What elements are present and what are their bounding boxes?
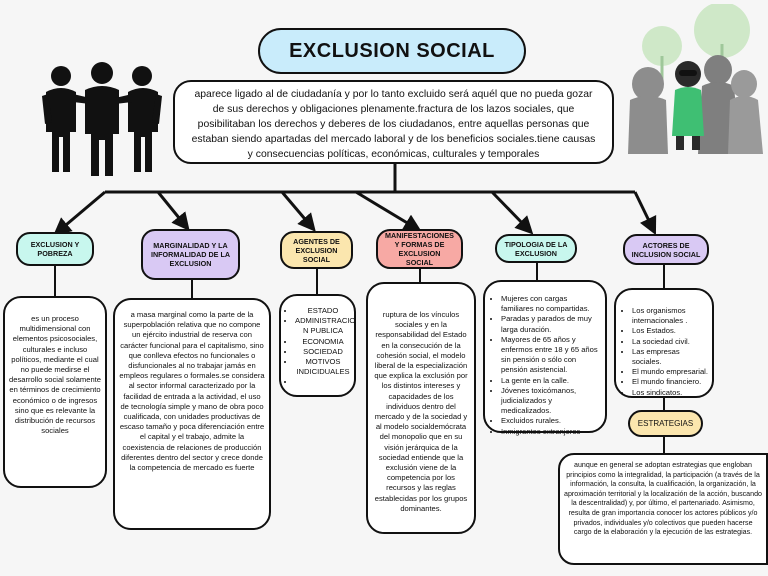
arrow-exclusion-pobreza [53,190,106,236]
actores-item: Los sindicatos. [632,388,708,398]
marginalidad-header: MARGINALIDAD Y LA INFORMALIDAD DE LA EXC… [141,229,240,280]
agentes-item [295,377,351,387]
actores-item: Las empresas sociales. [632,347,708,367]
actores-box: Los organismos internacionales . Los Est… [614,288,714,398]
agentes-item: MOTIVOS INDICIDUALES [295,357,351,377]
tipologia-box: Mujeres con cargas familiares no compart… [483,280,607,436]
marginalidad-box: a masa marginal como la parte de la supe… [113,298,271,530]
actores-item: El mundo financiero. [632,377,708,387]
estrategias-box: aunque en general se adoptan estrategias… [558,453,768,565]
arrow-actores [633,191,657,236]
tipologia-item: Jóvenes toxicómanos, judicializados y me… [501,386,601,417]
agentes-box: ESTADO ADMINISTRACIO N PUBLICA ECONOMIA … [279,294,356,397]
people-group-icon [42,62,162,176]
arrow-marginalidad [156,191,190,231]
agentes-header: AGENTES DE EXCLUSION SOCIAL [280,231,353,269]
tipologia-item: La gente en la calle. [501,376,601,386]
estrategias-header: ESTRATEGIAS [628,410,703,437]
arrow-agentes [280,191,316,232]
tipologia-header: TIPOLOGIA DE LA EXCLUSION [495,234,577,263]
agentes-item: ESTADO [295,306,351,316]
arrow-manifestaciones [355,190,422,232]
manifestaciones-header: MANIFESTACIONES Y FORMAS DE EXCLUSION SO… [376,229,463,269]
tipologia-item: Inmigrantes extranjeros [501,427,601,437]
actores-item: El mundo empresarial. [632,367,708,377]
agentes-item: ADMINISTRACIO N PUBLICA [295,316,355,336]
sad-person-illustration-icon [628,4,763,154]
tipologia-item: Mujeres con cargas familiares no compart… [501,294,601,314]
actores-item: La sociedad civil. [632,337,708,347]
exclusion-pobreza-header: EXCLUSION Y POBREZA [16,232,94,266]
agentes-item: ECONOMIA [295,337,351,347]
tipologia-item: Excluidos rurales. [501,416,601,426]
manifestaciones-box: ruptura de los vínculos sociales y en la… [366,282,476,534]
arrow-tipologia [490,190,534,235]
actores-item: Los Estados. [632,326,708,336]
agentes-item: SOCIEDAD [295,347,351,357]
actores-item: Los organismos internacionales . [632,306,708,326]
tipologia-item: Mayores de 65 años y enfermos entre 18 y… [501,335,601,376]
exclusion-pobreza-box: es un proceso multidimensional con eleme… [3,296,107,488]
intro-definition-box: aparece ligado al de ciudadanía y por lo… [173,80,614,164]
page-title: EXCLUSION SOCIAL [258,28,526,74]
actores-header: ACTORES DE INCLUSION SOCIAL [623,234,709,265]
tipologia-item: Paradas y parados de muy larga duración. [501,314,601,334]
